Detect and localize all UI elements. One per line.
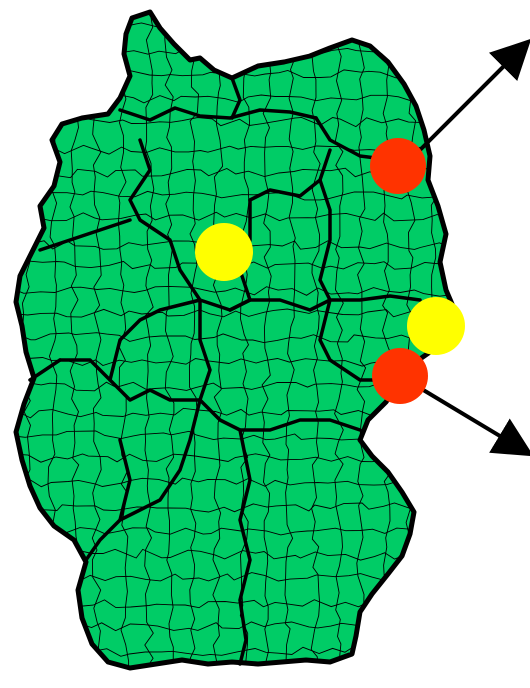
- yellow-dot-marker-west: [195, 223, 253, 281]
- district-line: [310, 12, 321, 668]
- district-line: [356, 12, 367, 668]
- district-line: [334, 12, 344, 668]
- state-boundary-line: [230, 76, 242, 120]
- land-layer: [16, 12, 458, 668]
- state-boundary-line: [84, 398, 202, 562]
- district-line: [284, 12, 298, 668]
- district-line: [0, 0, 7, 688]
- district-line: [0, 0, 530, 8]
- country-outline: [13, 9, 461, 671]
- yellow-dot-marker-east: [407, 297, 465, 355]
- country-border: [13, 9, 461, 671]
- red-dot-marker-northeast: [370, 138, 426, 194]
- district-line: [478, 0, 487, 688]
- state-boundary-line: [118, 106, 318, 122]
- arrow-southeast: [418, 386, 530, 457]
- arrow-northeast: [416, 38, 530, 154]
- district-line: [0, 672, 528, 681]
- district-line: [16, 21, 458, 31]
- arrows-layer: [416, 38, 530, 457]
- district-line: [382, 12, 393, 668]
- state-boundary-line: [318, 178, 332, 302]
- district-line: [261, 12, 272, 668]
- district-line: [527, 0, 530, 688]
- state-boundary-line: [118, 438, 132, 522]
- state-boundary-line: [248, 148, 332, 202]
- district-line: [212, 12, 224, 668]
- germany-landmass: [16, 12, 458, 668]
- district-line: [16, 285, 458, 297]
- district-line: [505, 0, 514, 687]
- markers-layer: [195, 138, 465, 404]
- district-line: [164, 12, 175, 668]
- district-line: [16, 46, 458, 57]
- state-boundary-line: [198, 298, 362, 432]
- red-dot-marker-southeast: [372, 348, 428, 404]
- state-boundary-line: [58, 358, 202, 402]
- district-line: [144, 12, 155, 668]
- state-boundary-line: [108, 298, 202, 382]
- state-boundary-line: [38, 218, 132, 252]
- state-boundary-line: [318, 298, 392, 382]
- state-boundary-line: [238, 428, 252, 666]
- state-boundary-line: [228, 294, 422, 312]
- state-boundary-line: [128, 138, 232, 312]
